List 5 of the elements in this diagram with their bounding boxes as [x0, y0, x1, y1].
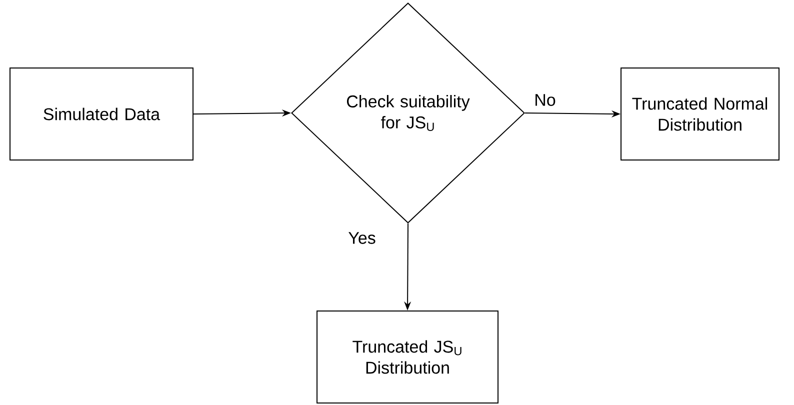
process-box: Simulated Data [10, 68, 194, 160]
process-box: Truncated JS$_{U}$ Distribution [316, 310, 498, 404]
edge-label: No [533, 93, 557, 107]
process-box: Truncated Normal Distribution [620, 68, 780, 160]
edge-label: Yes [347, 231, 377, 245]
